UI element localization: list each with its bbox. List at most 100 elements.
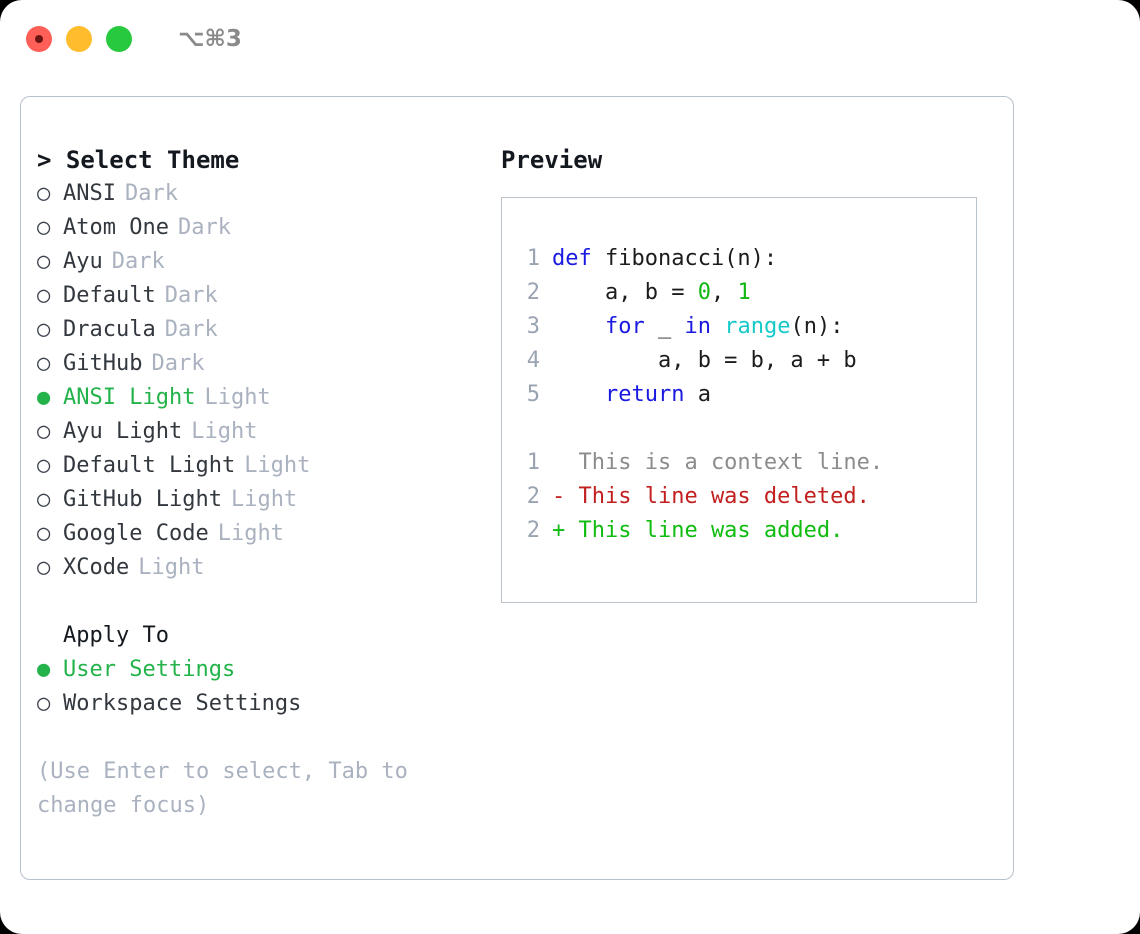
code-token-kw: for xyxy=(604,314,645,339)
code-token-num: 0 xyxy=(697,280,711,305)
close-button-icon[interactable] xyxy=(26,26,52,52)
theme-option-ayu-light[interactable]: ○ Ayu Light Light xyxy=(37,415,497,449)
apply-to-option-user-settings[interactable]: ● User Settings xyxy=(37,653,497,687)
maximize-button-icon[interactable] xyxy=(106,26,132,52)
theme-option-variant-badge: Light xyxy=(204,385,271,410)
theme-option-ansi[interactable]: ○ ANSI Dark xyxy=(37,177,497,211)
select-theme-title: > Select Theme xyxy=(37,146,240,174)
apply-to-list[interactable]: ● User Settings ○ Workspace Settings xyxy=(37,653,497,721)
code-line: 2 a, b = 0, 1 xyxy=(512,276,970,310)
diff-line-number: 2 xyxy=(526,484,540,509)
apply-to-option-label: Workspace Settings xyxy=(63,691,302,716)
theme-option-variant-badge: Dark xyxy=(124,181,178,206)
radio-unselected-icon: ○ xyxy=(37,555,51,580)
diff-line-text: - This line was deleted. xyxy=(552,484,870,509)
radio-unselected-icon: ○ xyxy=(37,317,51,342)
code-token-txt xyxy=(711,314,724,339)
theme-option-label: XCode xyxy=(63,555,130,580)
theme-option-variant-badge: Dark xyxy=(111,249,165,274)
radio-unselected-icon: ○ xyxy=(37,215,51,240)
theme-option-label: GitHub Light xyxy=(63,487,222,512)
preview-title: Preview xyxy=(501,146,603,174)
code-line-number: 4 xyxy=(526,348,540,373)
code-line: 3 for _ in range(n): xyxy=(512,310,970,344)
keyboard-shortcut-label: ⌥⌘3 xyxy=(178,26,242,52)
theme-option-variant-badge: Light xyxy=(230,487,298,512)
theme-option-xcode[interactable]: ○ XCode Light xyxy=(37,551,497,585)
theme-option-label: Atom One xyxy=(63,215,169,240)
code-token-num: 1 xyxy=(737,280,751,305)
theme-option-label: Default xyxy=(63,283,156,308)
diff-line-ctx: 1 This is a context line. xyxy=(512,446,970,480)
theme-option-variant-badge: Dark xyxy=(164,317,218,342)
code-token-kw: def xyxy=(552,246,605,271)
theme-option-atom-one[interactable]: ○ Atom One Dark xyxy=(37,211,497,245)
apply-to-option-label: User Settings xyxy=(63,657,236,682)
code-token-txt: a, b = xyxy=(552,280,698,305)
code-line: 4 a, b = b, a + b xyxy=(512,344,970,378)
window-titlebar: ⌥⌘3 xyxy=(0,0,1140,78)
code-token-txt: a xyxy=(684,382,711,407)
theme-option-label: ANSI Light xyxy=(63,385,196,410)
theme-option-variant-badge: Light xyxy=(217,521,284,546)
code-token-kw: return xyxy=(604,382,685,407)
code-line-text: a, b = b, a + b xyxy=(552,344,857,378)
code-line: 5 return a xyxy=(512,378,970,412)
theme-option-variant-badge: Dark xyxy=(177,215,231,240)
list-spacer xyxy=(37,585,497,619)
code-line-number: 2 xyxy=(526,280,540,305)
radio-unselected-icon: ○ xyxy=(37,283,51,308)
theme-option-variant-badge: Dark xyxy=(151,351,205,376)
diff-line-number: 2 xyxy=(526,518,540,543)
theme-option-variant-badge: Light xyxy=(138,555,205,580)
code-blank-line xyxy=(512,412,970,446)
diff-line-text: + This line was added. xyxy=(552,518,844,543)
diff-line-number: 1 xyxy=(526,450,540,475)
radio-unselected-icon: ○ xyxy=(37,691,51,716)
theme-option-variant-badge: Light xyxy=(191,419,258,444)
theme-option-default-light[interactable]: ○ Default Light Light xyxy=(37,449,497,483)
radio-selected-icon: ● xyxy=(37,657,51,682)
theme-option-label: GitHub xyxy=(63,351,143,376)
minimize-button-icon[interactable] xyxy=(66,26,92,52)
radio-unselected-icon: ○ xyxy=(37,181,51,206)
diff-line-del: 2 - This line was deleted. xyxy=(512,480,970,514)
theme-option-label: Ayu Light xyxy=(63,419,183,444)
theme-option-variant-badge: Light xyxy=(244,453,311,478)
theme-option-label: Default Light xyxy=(63,453,236,478)
radio-unselected-icon: ○ xyxy=(37,453,51,478)
diff-line-add: 2 + This line was added. xyxy=(512,514,970,548)
code-token-txt: a, b = b, a + b xyxy=(552,348,857,373)
code-line-text: return a xyxy=(552,378,711,412)
radio-unselected-icon: ○ xyxy=(37,351,51,376)
code-token-txt: (n): xyxy=(790,314,844,339)
code-line-number: 5 xyxy=(526,382,540,407)
apply-to-title: Apply To xyxy=(63,623,169,648)
code-line-number: 3 xyxy=(526,314,540,339)
code-line-text: for _ in range(n): xyxy=(552,310,843,344)
code-token-kw: in xyxy=(684,314,711,339)
diff-sample: 1 This is a context line. 2 - This line wa… xyxy=(512,446,970,548)
theme-option-github[interactable]: ○ GitHub Dark xyxy=(37,347,497,381)
code-line-text: a, b = 0, 1 xyxy=(552,276,751,310)
code-token-txt: fibonacci(n): xyxy=(604,246,778,271)
radio-unselected-icon: ○ xyxy=(37,419,51,444)
theme-option-label: ANSI xyxy=(63,181,116,206)
apply-to-option-workspace-settings[interactable]: ○ Workspace Settings xyxy=(37,687,497,721)
diff-line-text: This is a context line. xyxy=(552,450,884,475)
radio-unselected-icon: ○ xyxy=(37,521,51,546)
code-line-number: 1 xyxy=(526,246,540,271)
